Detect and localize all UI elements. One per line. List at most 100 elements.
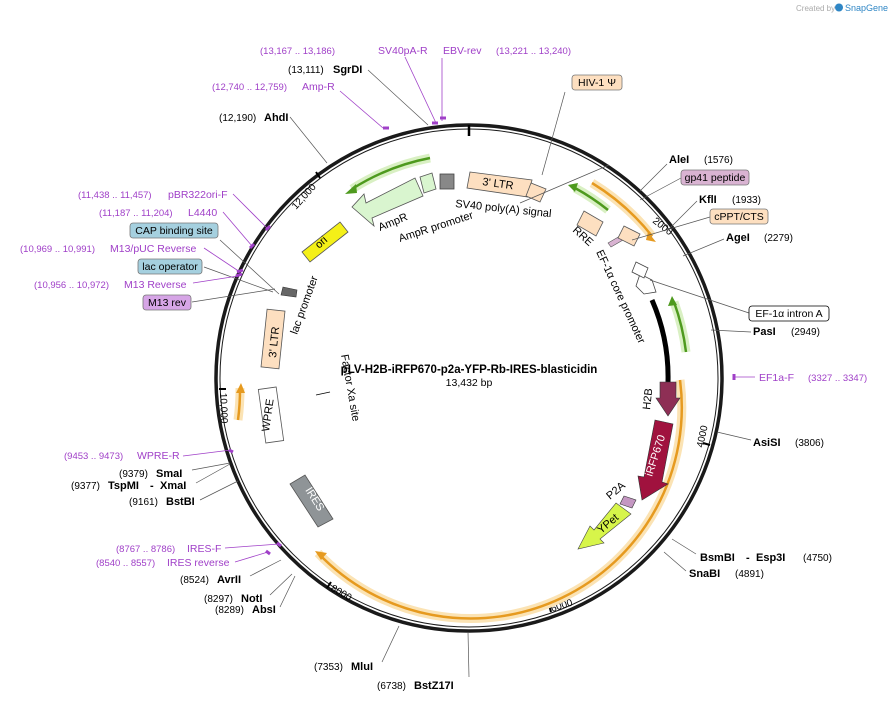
orf-arrowhead-topright xyxy=(646,232,656,242)
sgrdi-leader xyxy=(367,69,429,126)
orf-arrowhead-bottom xyxy=(315,551,327,560)
orf-arc-bottom xyxy=(317,379,684,620)
site-bstbi-pos: (9161) xyxy=(129,497,158,508)
ef1a-intron-arc xyxy=(649,298,671,383)
primer-ebv-rev-pos: (13,221 .. 13,240) xyxy=(496,46,571,57)
primer-amp-r-pos: (12,740 .. 12,759) xyxy=(212,82,287,93)
bstbi-leader xyxy=(199,480,239,501)
site-absi-pos: (8289) xyxy=(215,605,244,616)
site-bsmbi-pos: (4750) xyxy=(803,553,832,564)
site-ahdi: AhdI xyxy=(264,112,288,124)
primer-leaders xyxy=(182,56,755,563)
ef1a-intron-leader xyxy=(649,279,750,314)
site-sgrdi: SgrDI xyxy=(333,64,362,76)
wpre-r-mark xyxy=(228,448,234,454)
tick-label-10000: 10,000 xyxy=(217,393,229,424)
site-tspmi-pos: (9377) xyxy=(71,481,100,492)
ires-rev-leader xyxy=(234,551,269,563)
site-noti: NotI xyxy=(241,593,262,605)
absi-leader xyxy=(279,575,296,608)
bstz17i-leader xyxy=(467,631,470,678)
ltr3-left-feature xyxy=(260,308,286,370)
plasmid-length: 13,432 bp xyxy=(446,377,493,389)
agei-leader xyxy=(682,238,725,257)
m13puc-mark xyxy=(236,268,244,274)
green-arrowhead-topright xyxy=(568,183,578,192)
l4440-mark xyxy=(248,242,256,250)
lacop-leader xyxy=(203,266,274,293)
site-tspmi: TspMI xyxy=(108,480,139,492)
primer-m13puc: M13/pUC Reverse xyxy=(110,243,197,255)
orf-arrowhead-left xyxy=(236,383,245,393)
cppt-feature xyxy=(617,225,641,247)
site-kfli-pos: (1933) xyxy=(732,195,761,206)
snabi-leader xyxy=(663,551,687,572)
pbr322-mark xyxy=(264,224,272,232)
plasmid-name: pLV-H2B-iRFP670-p2a-YFP-Rb-IRES-blastici… xyxy=(341,364,598,376)
green-arrowhead-right xyxy=(668,296,677,306)
site-kfli: KflI xyxy=(699,194,717,206)
primer-l4440-pos: (11,187 .. 11,204) xyxy=(99,208,173,219)
primer-m13puc-pos: (10,969 .. 10,991) xyxy=(20,244,95,255)
primer-ires-f-pos: (8767 .. 8786) xyxy=(116,544,175,555)
smai-leader xyxy=(191,462,231,471)
ef1a-intron-box: EF-1α intron A xyxy=(748,305,830,322)
site-bstz17i: BstZ17I xyxy=(414,680,454,692)
site-avrii: AvrII xyxy=(217,574,241,586)
site-snabi-pos: (4891) xyxy=(735,569,764,580)
orf-arc-topright xyxy=(591,181,653,237)
site-mlui: MluI xyxy=(351,661,373,673)
primer-ef1a-f-pos: (3327 .. 3347) xyxy=(808,373,867,384)
hiv-leader-2 xyxy=(541,91,566,176)
site-asisi: AsiSI xyxy=(753,437,781,449)
cppt-box: cPPT/CTS xyxy=(709,208,769,225)
primer-amp-r: Amp-R xyxy=(302,81,335,93)
primer-m13-reverse: M13 Reverse xyxy=(124,279,187,291)
primer-l4440: L4440 xyxy=(188,207,217,219)
site-sgrdi-pos: (13,111) xyxy=(288,65,324,76)
h2b-label: H2B xyxy=(641,388,655,411)
site-noti-pos: (8297) xyxy=(204,594,233,605)
snapgene-logo-icon xyxy=(835,3,843,12)
m13rev-primer-leader xyxy=(192,275,239,284)
primer-ef1a-f: EF1a-F xyxy=(759,372,794,384)
ef1a-core-label: EF-1α core promoter xyxy=(593,248,647,346)
primer-ires-rev: IRES reverse xyxy=(167,557,230,569)
mlui-leader xyxy=(381,625,400,663)
svg-text:M13 rev: M13 rev xyxy=(148,297,187,309)
site-alei-pos: (1576) xyxy=(704,155,733,166)
pasi-leader xyxy=(710,329,752,333)
pbr322-leader xyxy=(232,193,268,229)
tick-12000 xyxy=(315,171,321,179)
primer-ires-rev-pos: (8540 .. 8557) xyxy=(96,558,155,569)
asisi-leader xyxy=(716,431,752,441)
site-xmai-dash: - xyxy=(150,480,154,492)
ampr-promoter-label: AmpR promoter xyxy=(397,209,475,245)
svg-text:EF-1α intron A: EF-1α intron A xyxy=(755,308,822,320)
primer-sv40pa-r: SV40pA-R xyxy=(378,45,428,57)
ires-feature xyxy=(289,474,334,528)
tick-4000 xyxy=(702,442,711,446)
sv40-box-feature xyxy=(439,173,455,190)
wpre-feature xyxy=(257,386,285,444)
svg-text:CAP binding site: CAP binding site xyxy=(135,225,213,237)
green-halo-top xyxy=(349,153,431,193)
m13rev-mark xyxy=(235,272,243,278)
site-smai: SmaI xyxy=(156,468,182,480)
site-asisi-pos: (3806) xyxy=(795,438,824,449)
site-mlui-pos: (7353) xyxy=(314,662,343,673)
created-by-text: Created by xyxy=(796,4,835,13)
tick-label-4000: 4000 xyxy=(695,424,710,448)
ori-feature xyxy=(301,221,349,263)
leader-lines xyxy=(191,69,752,678)
site-bsmbi: BsmBI xyxy=(700,552,735,564)
l4440-leader xyxy=(222,211,253,247)
primer-pbr322: pBR322ori-F xyxy=(168,189,228,201)
primer-marks xyxy=(228,116,736,556)
green-arc-top xyxy=(351,156,431,191)
site-absi: AbsI xyxy=(252,604,276,616)
site-bstbi: BstBI xyxy=(166,496,195,508)
tick-8000 xyxy=(326,581,332,589)
